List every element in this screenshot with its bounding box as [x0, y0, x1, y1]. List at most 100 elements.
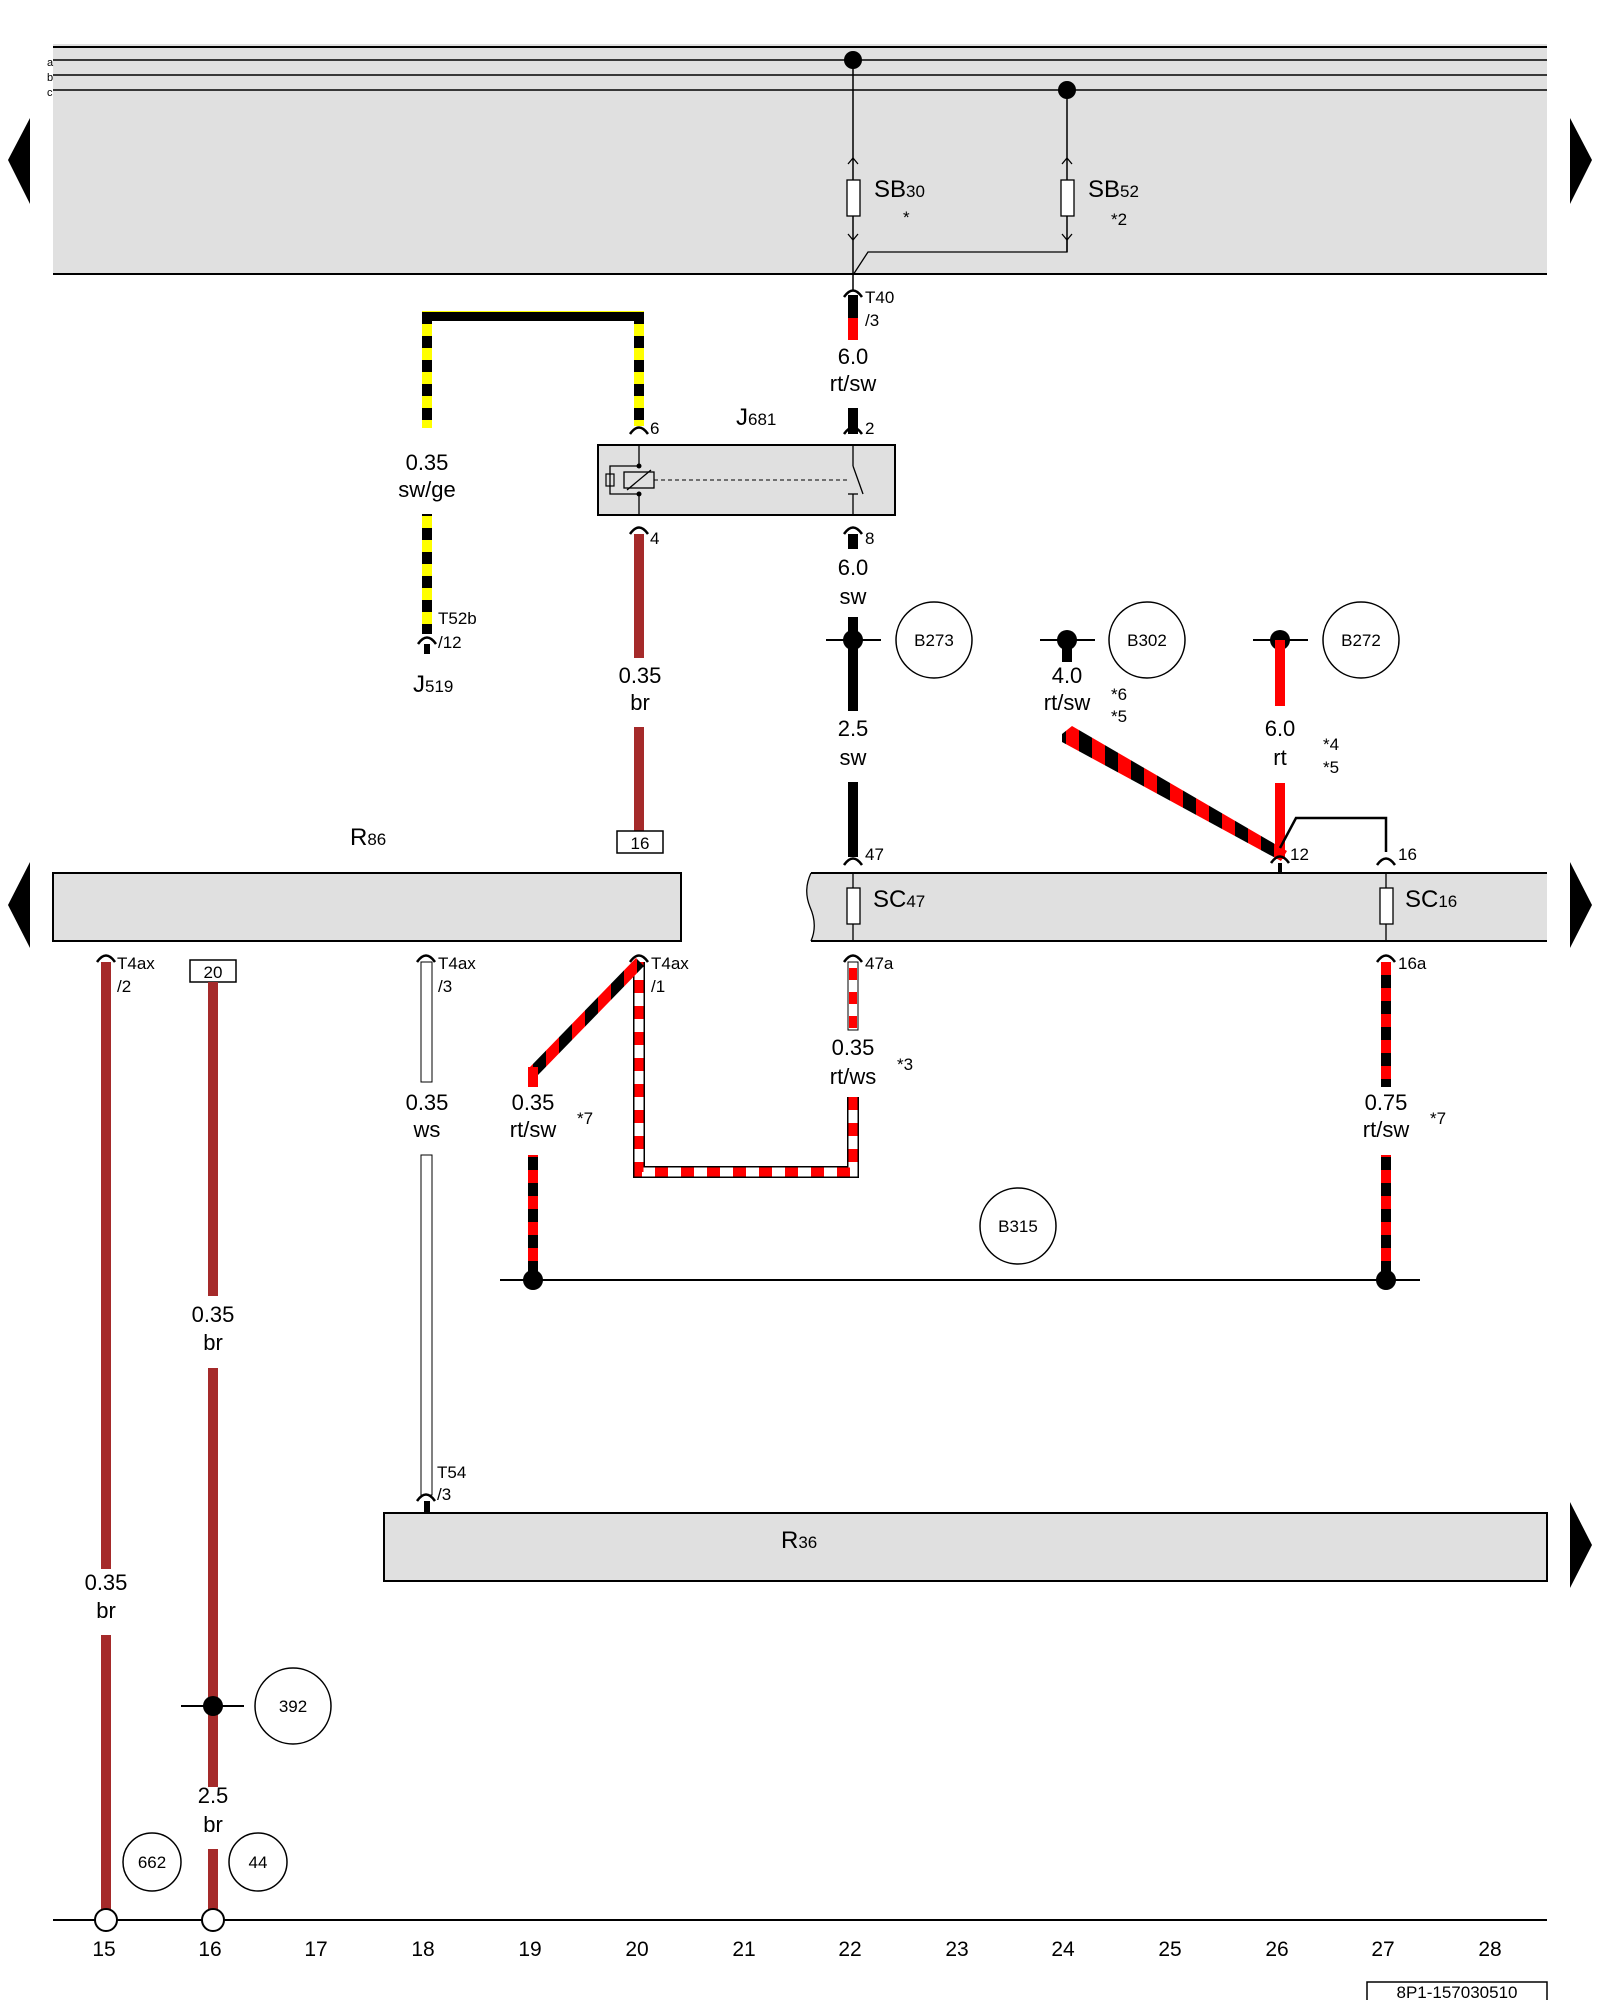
- wire-gauge: 0.35: [619, 663, 662, 688]
- pin-label: 47: [865, 845, 884, 864]
- fuse-sb30-symbol: [846, 179, 861, 217]
- nav-arrow-right-icon[interactable]: [1570, 862, 1592, 948]
- fuse-sb52-note: *2: [1111, 210, 1127, 229]
- fuse-sb30-label: SB30: [874, 176, 925, 203]
- wire-sw-ge: [422, 311, 644, 321]
- junction-dot: [1376, 1270, 1396, 1290]
- footnote-marker: *6: [1111, 685, 1127, 704]
- connector-t4ax2-pin: /2: [117, 977, 131, 996]
- wire-color: br: [96, 1598, 116, 1623]
- connector-t4ax3-name: T4ax: [438, 954, 476, 973]
- connector-t4ax3-pin: /3: [438, 977, 452, 996]
- pin-label: 16: [1398, 845, 1417, 864]
- wire-gauge: 2.5: [198, 1783, 229, 1808]
- ref-box-label: 20: [204, 963, 223, 982]
- connector-symbol: [1375, 954, 1397, 963]
- wire-color: rt: [1273, 745, 1286, 770]
- wire-sw: [848, 782, 858, 857]
- footnote-marker: *4: [1323, 735, 1339, 754]
- wire-gauge: 6.0: [838, 344, 869, 369]
- footnote-marker: *3: [897, 1055, 913, 1074]
- wire-rt-sw: [1381, 1155, 1391, 1275]
- wire-gauge: 0.75: [1365, 1090, 1408, 1115]
- nav-arrow-right-icon[interactable]: [1570, 1502, 1592, 1588]
- pin-label: 47a: [865, 954, 894, 973]
- wire-br: [634, 727, 644, 832]
- connector-symbol: [416, 636, 438, 645]
- wire-gauge: 2.5: [838, 716, 869, 741]
- ref-label: B273: [914, 631, 954, 650]
- wire-color: rt/sw: [510, 1117, 557, 1142]
- ref-circle-44: [228, 1832, 288, 1892]
- component-r36-label: R36: [781, 1527, 817, 1554]
- connector-t52b-pin: /12: [438, 633, 462, 652]
- wire-br: [208, 982, 218, 1296]
- wire-color: rt/sw: [830, 371, 877, 396]
- wire-color: br: [203, 1330, 223, 1355]
- grid-number: 25: [1158, 1938, 1181, 1961]
- grid-column-numbers: 15 16 17 18 19 20 21 22 23 24 25 26 27 2…: [92, 1938, 1501, 1961]
- junction-dot: [523, 1270, 543, 1290]
- diagram-code-box: [1366, 1981, 1548, 2000]
- component-j681-label: J681: [736, 404, 776, 431]
- wire-rt-sw-diagonal: [530, 958, 644, 1075]
- rail-label-b: b: [47, 72, 53, 84]
- junction-dot: [843, 630, 863, 650]
- ref-circle-662: [122, 1832, 182, 1892]
- wire-color: ws: [413, 1117, 441, 1142]
- wire-color: rt/ws: [830, 1064, 876, 1089]
- fuse-sc47-symbol: [846, 887, 861, 925]
- nav-arrow-left-icon[interactable]: [8, 862, 30, 948]
- grid-number: 24: [1051, 1938, 1075, 1961]
- connector-t52b-name: T52b: [438, 609, 477, 628]
- nav-arrow-right-icon[interactable]: [1570, 118, 1592, 204]
- connector-t54-pin: /3: [437, 1485, 451, 1504]
- connector-symbol: [842, 289, 864, 298]
- pin-label: 16a: [1398, 954, 1427, 973]
- footnote-marker: *7: [577, 1109, 593, 1128]
- ref-circle-b315: [979, 1187, 1057, 1265]
- grid-number: 18: [411, 1938, 434, 1961]
- wire-sw-ge: [634, 311, 644, 426]
- component-r86-label: R86: [350, 824, 386, 851]
- connector-symbol: [1269, 855, 1291, 864]
- ref-box-16: [616, 830, 664, 854]
- fuse-panel-sc: [806, 873, 1547, 941]
- wire-color: rt/sw: [1363, 1117, 1410, 1142]
- wire-gauge: 0.35: [406, 450, 449, 475]
- wire-sw-ge: [422, 311, 432, 428]
- wire-br: [101, 962, 111, 1569]
- connector-t40-name: T40: [865, 288, 894, 307]
- footnote-marker: *7: [1430, 1109, 1446, 1128]
- pin-label: 6: [650, 419, 659, 438]
- nav-arrow-left-icon[interactable]: [8, 118, 30, 204]
- pin-label: 8: [865, 529, 874, 548]
- wire-color: br: [203, 1812, 223, 1837]
- connector-t4ax1-name: T4ax: [651, 954, 689, 973]
- top-fuse-panel: [53, 44, 1547, 274]
- pin-label: 12: [1290, 845, 1309, 864]
- connector-symbol: [415, 954, 437, 963]
- wire-rt-sw-diagonal: [1062, 726, 1287, 861]
- fuse-sc47-label: SC47: [873, 886, 925, 913]
- junction-dot: [203, 1696, 223, 1716]
- terminal-open: [201, 1908, 225, 1932]
- connector-t54-name: T54: [437, 1463, 466, 1482]
- terminal-open: [94, 1908, 118, 1932]
- rail-label-c: c: [47, 87, 53, 99]
- wire-rt-sw: [528, 1155, 538, 1275]
- grid-number: 27: [1371, 1938, 1394, 1961]
- wire-gauge: 0.35: [85, 1570, 128, 1595]
- fuse-sc16-label: SC16: [1405, 886, 1457, 913]
- ref-label: 392: [279, 1697, 307, 1716]
- wire-gauge: 0.35: [192, 1302, 235, 1327]
- grid-number: 16: [198, 1938, 221, 1961]
- wire-br: [208, 1368, 218, 1787]
- wire-rt-ws: [633, 962, 859, 1178]
- wire-color: br: [630, 690, 650, 715]
- wire-gauge: 0.35: [512, 1090, 555, 1115]
- footnote-marker: *5: [1111, 707, 1127, 726]
- wire-color: sw: [840, 584, 867, 609]
- ref-box-label: 16: [631, 834, 650, 853]
- component-r86-panel: [52, 872, 682, 942]
